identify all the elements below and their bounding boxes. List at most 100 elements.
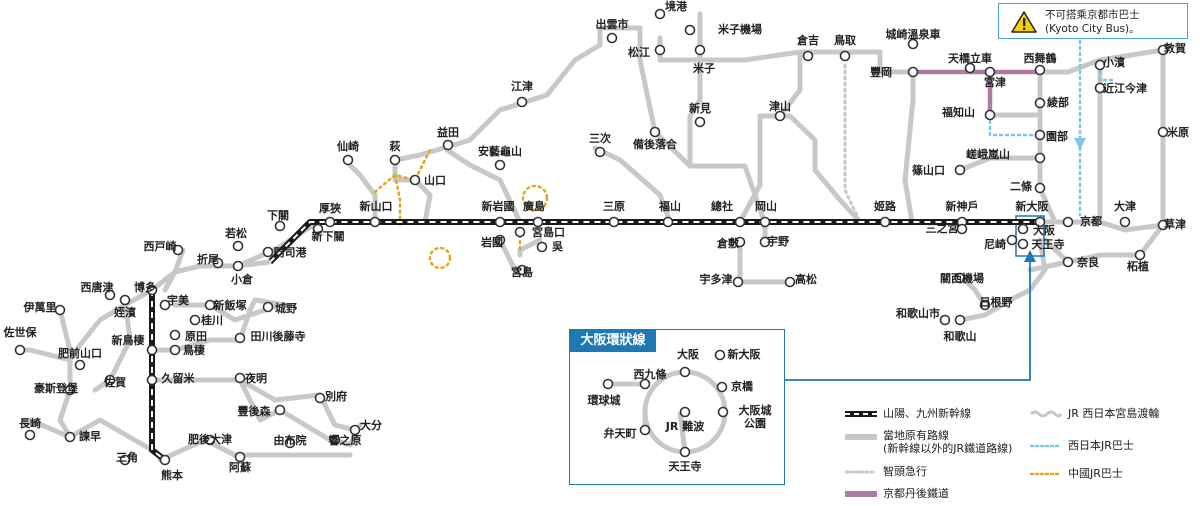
station-label: 新見 [689,101,711,115]
station-label: 肥後大津 [188,432,232,446]
station-label: 福知山 [941,105,975,119]
station-label: 津山 [769,99,791,113]
station-label: 出雲市 [596,17,629,31]
station-marker [734,216,746,228]
chizu-express-line [843,63,862,224]
station-marker [189,314,201,326]
legend-item-chizu: 智頭急行 [845,465,927,478]
station-marker [204,299,216,311]
osaka-highlight-box [1015,215,1045,257]
inset-station-label: JR 難波 [665,419,705,433]
inset-station-label: 公園 [744,417,766,430]
station-marker [64,384,76,396]
station-marker [312,223,324,235]
station-marker [979,299,991,311]
chizu-sample-icon [845,470,877,473]
station-marker [532,216,544,228]
inset-station-label: 大阪 [677,347,700,361]
station-marker [939,314,951,326]
legend-label-local-2: (新幹線以外的JR鐵道路線) [883,442,1013,455]
legend-item-tango: 京都丹後鐵道 [845,487,949,500]
station-label: 倉吉 [796,33,819,47]
station-marker [494,216,506,228]
station-label: 城野 [275,301,297,315]
station-marker [1062,216,1074,228]
station-marker [159,299,171,311]
station-marker [146,344,158,356]
station-marker [839,50,851,62]
station-label: 仙崎 [337,139,359,153]
station-marker [274,404,286,416]
station-label: 嵯峨嵐山 [966,147,1010,161]
inset-station-label: 天王寺 [669,459,702,473]
station-label: 奈良 [1076,255,1099,269]
station-label: 萩 [389,139,401,153]
station-label: 西舞鶴 [1024,51,1057,65]
station-marker [907,66,919,78]
station-marker [759,216,771,228]
station-marker [389,154,401,166]
station-marker [1034,64,1046,76]
station-marker [694,44,706,56]
station-marker [1034,97,1046,109]
legend-item-west-bus: 西日本JR巴士 [1030,439,1134,452]
station-label: 肥前山口 [58,346,102,360]
station-marker [1094,59,1106,71]
station-marker [159,454,171,466]
local-line-sample-icon [845,434,877,440]
station-marker [212,257,224,269]
inset-station-label: 大阪城 [739,403,772,417]
inset-station-marker [679,406,691,418]
station-label: 新飯塚 [214,298,247,312]
station-label: 江津 [511,79,533,93]
station-label: 桂川 [200,313,223,327]
station-marker [262,301,274,313]
station-marker [329,434,341,446]
station-marker [1034,216,1046,228]
station-label: 大阪 [1033,223,1056,237]
legend-label-chugoku-bus: 中國JR巴士 [1068,467,1123,480]
station-label: 山口 [424,173,446,187]
station-label: 三之宮 [926,221,959,235]
station-marker [146,284,158,296]
station-label: 和歌山 [944,329,977,343]
station-marker [232,240,244,252]
station-marker [1119,216,1131,228]
station-label: 關西機場 [940,271,984,285]
inset-station-marker [679,366,691,378]
station-marker [514,226,526,238]
station-label: 境港 [665,0,688,13]
station-label: 岩國 [480,235,503,249]
station-marker [649,126,661,138]
legend-label-tango: 京都丹後鐵道 [883,487,949,500]
station-marker [494,159,506,171]
station-marker [907,38,919,50]
station-label: 由布院 [274,433,307,447]
station-marker [409,174,421,186]
station-label: 大分 [360,418,382,432]
station-marker [442,139,454,151]
station-label: 松江 [628,45,650,59]
legend-item-local: 當地原有路線(新幹線以外的JR鐵道路線) [845,429,1012,455]
station-marker [954,272,966,284]
station-label: 備後落合 [633,137,678,151]
bus-arrow [1074,138,1086,150]
station-label: 柘植 [1126,259,1149,273]
station-label: 若松 [225,226,247,240]
station-marker [324,216,336,228]
station-marker [694,116,706,128]
station-label: 三角 [116,450,138,464]
station-marker [654,8,666,20]
station-marker [734,236,746,248]
station-label: 綾部 [1047,95,1069,109]
station-marker [1034,152,1046,164]
station-label: 宮津 [984,75,1006,89]
station-label: 城崎溫泉車 [886,27,941,41]
station-label: 倉敷 [716,236,740,250]
station-label: 原田 [185,330,207,343]
station-label: 京都 [1080,214,1102,228]
station-marker [1157,44,1169,56]
inset-station-marker [639,378,651,390]
station-marker [104,374,116,386]
